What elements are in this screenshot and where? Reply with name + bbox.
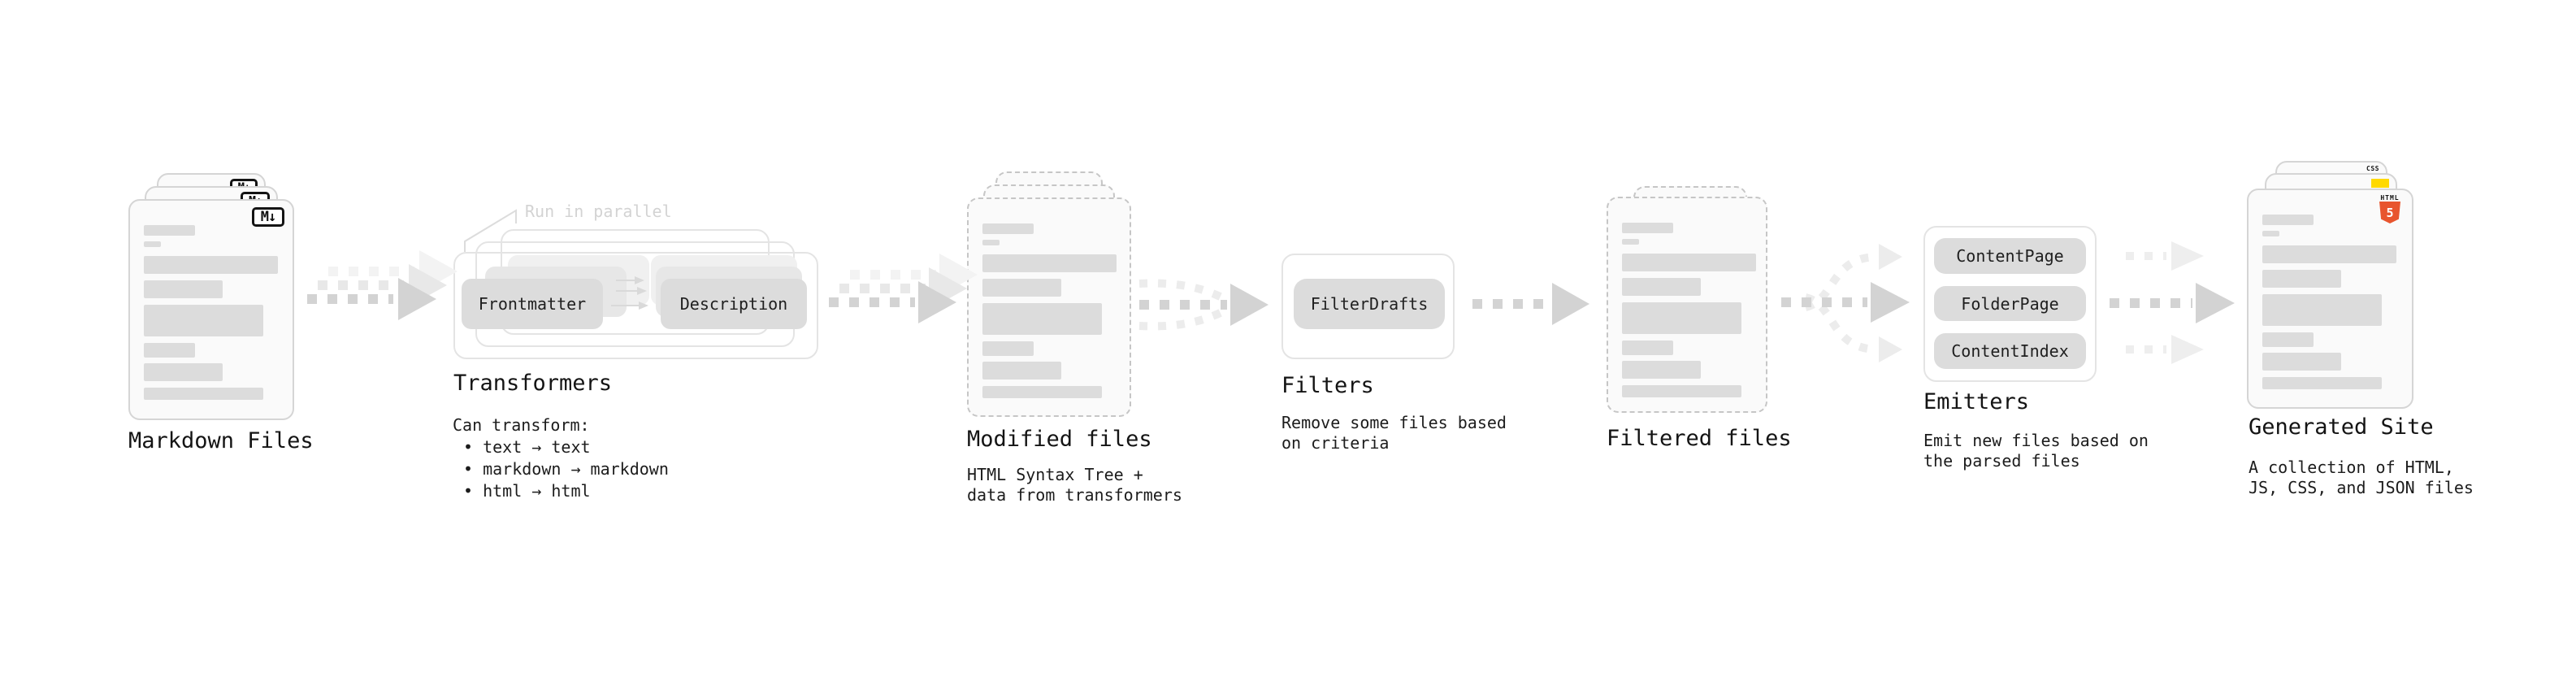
doc-text-bar xyxy=(1622,361,1701,379)
html5-icon: HTML 5 xyxy=(2379,194,2400,223)
contentpage-pill-label: ContentPage xyxy=(1956,246,2064,266)
can-transform-title: Can transform: xyxy=(453,415,590,435)
html5-icon-word: HTML xyxy=(2380,194,2400,202)
transform-bullet: • text → text xyxy=(463,437,591,457)
markdown-files-label: Markdown Files xyxy=(128,428,314,453)
html5-icon-number: 5 xyxy=(2386,205,2394,220)
doc-text-bar xyxy=(1622,223,1673,233)
doc-text-bar xyxy=(2262,294,2382,326)
markdown-icon: M↓ xyxy=(252,207,284,227)
generated-site-subtext: A collection of HTML, JS, CSS, and JSON … xyxy=(2249,458,2474,498)
doc-text-bar xyxy=(1622,340,1673,355)
doc-text-bar xyxy=(2262,245,2396,263)
doc-text-bar xyxy=(982,362,1061,380)
transformers-description: Can transform: • text → text • markdown … xyxy=(453,414,669,502)
doc-text-bar xyxy=(2262,231,2279,236)
generated-subtext-line: JS, CSS, and JSON files xyxy=(2249,478,2474,497)
description-box: Description xyxy=(661,279,807,329)
doc-text-bar xyxy=(2262,353,2341,371)
transformers-label: Transformers xyxy=(453,371,613,396)
doc-text-bar xyxy=(1622,302,1741,334)
transformer-container-front xyxy=(453,252,818,359)
folderpage-pill-label: FolderPage xyxy=(1961,293,2059,314)
doc-text-bar xyxy=(144,305,263,336)
doc-text-bar xyxy=(144,280,223,298)
emitters-subtext-line: the parsed files xyxy=(1923,451,2080,471)
doc-text-bar xyxy=(144,388,263,400)
doc-text-bar xyxy=(144,225,195,236)
filters-container xyxy=(1281,254,1455,359)
doc-text-bar xyxy=(2262,215,2314,225)
js-icon xyxy=(2371,179,2389,188)
doc-text-bar xyxy=(982,386,1102,398)
generated-site-label: Generated Site xyxy=(2249,414,2434,440)
markdown-file-card-front: M↓ xyxy=(128,199,294,420)
filters-subtext-line: on criteria xyxy=(1281,433,1390,453)
contentpage-pill: ContentPage xyxy=(1934,238,2086,274)
filterdrafts-box: FilterDrafts xyxy=(1294,279,1445,329)
modified-files-subtext: HTML Syntax Tree + data from transformer… xyxy=(967,465,1182,505)
arrow-emitters-to-generated xyxy=(2110,241,2235,364)
filters-label: Filters xyxy=(1281,373,1374,398)
transform-bullet: • html → html xyxy=(463,481,591,501)
transform-bullet: • markdown → markdown xyxy=(463,459,669,479)
arrow-filters-to-filtered xyxy=(1472,283,1589,325)
description-box-label: Description xyxy=(679,294,788,314)
doc-text-bar xyxy=(144,363,223,381)
emitters-container xyxy=(1923,226,2097,382)
arrow-markdown-to-transformers xyxy=(307,250,458,320)
doc-text-bar xyxy=(982,240,1000,245)
doc-text-bar xyxy=(2262,377,2382,389)
arrow-modified-to-filters xyxy=(1138,279,1268,331)
doc-text-bar xyxy=(144,241,161,247)
css-icon-label: CSS xyxy=(2366,165,2379,172)
doc-text-bar xyxy=(1622,239,1639,245)
emitters-subtext: Emit new files based on the parsed files xyxy=(1923,431,2149,471)
doc-text-bar xyxy=(982,303,1102,335)
doc-text-bar xyxy=(1622,278,1701,296)
filters-subtext-line: Remove some files based xyxy=(1281,413,1507,432)
doc-text-bar xyxy=(2262,270,2341,288)
frontmatter-box-label: Frontmatter xyxy=(478,294,587,314)
arrow-filtered-to-emitters xyxy=(1781,244,1910,362)
modified-subtext-line: HTML Syntax Tree + xyxy=(967,465,1143,484)
doc-text-bar xyxy=(982,279,1061,297)
folderpage-pill: FolderPage xyxy=(1934,286,2086,321)
modified-subtext-line: data from transformers xyxy=(967,485,1182,505)
arrow-transformers-to-modified xyxy=(829,254,978,323)
modified-file-card-front xyxy=(967,197,1131,417)
doc-text-bar xyxy=(982,254,1117,272)
emitters-subtext-line: Emit new files based on xyxy=(1923,431,2149,450)
run-in-parallel-note: Run in parallel xyxy=(525,202,672,221)
filterdrafts-box-label: FilterDrafts xyxy=(1310,294,1429,314)
filters-subtext: Remove some files based on criteria xyxy=(1281,413,1507,453)
doc-text-bar xyxy=(1622,254,1756,271)
doc-text-bar xyxy=(1622,385,1741,397)
doc-text-bar xyxy=(982,341,1034,356)
modified-files-label: Modified files xyxy=(967,427,1152,452)
doc-text-bar xyxy=(144,256,278,274)
filtered-file-card-front xyxy=(1607,197,1767,413)
html5-icon-shield: 5 xyxy=(2379,202,2400,223)
markdown-icon-label: M↓ xyxy=(260,209,277,225)
contentindex-pill: ContentIndex xyxy=(1934,333,2086,369)
filtered-files-label: Filtered files xyxy=(1607,426,1792,451)
generated-subtext-line: A collection of HTML, xyxy=(2249,458,2454,477)
frontmatter-box: Frontmatter xyxy=(462,279,603,329)
emitters-label: Emitters xyxy=(1923,389,2030,414)
doc-text-bar xyxy=(144,343,195,358)
contentindex-pill-label: ContentIndex xyxy=(1951,341,2069,361)
doc-text-bar xyxy=(982,223,1034,234)
generated-file-card-front: HTML 5 xyxy=(2247,189,2413,409)
doc-text-bar xyxy=(2262,332,2314,347)
